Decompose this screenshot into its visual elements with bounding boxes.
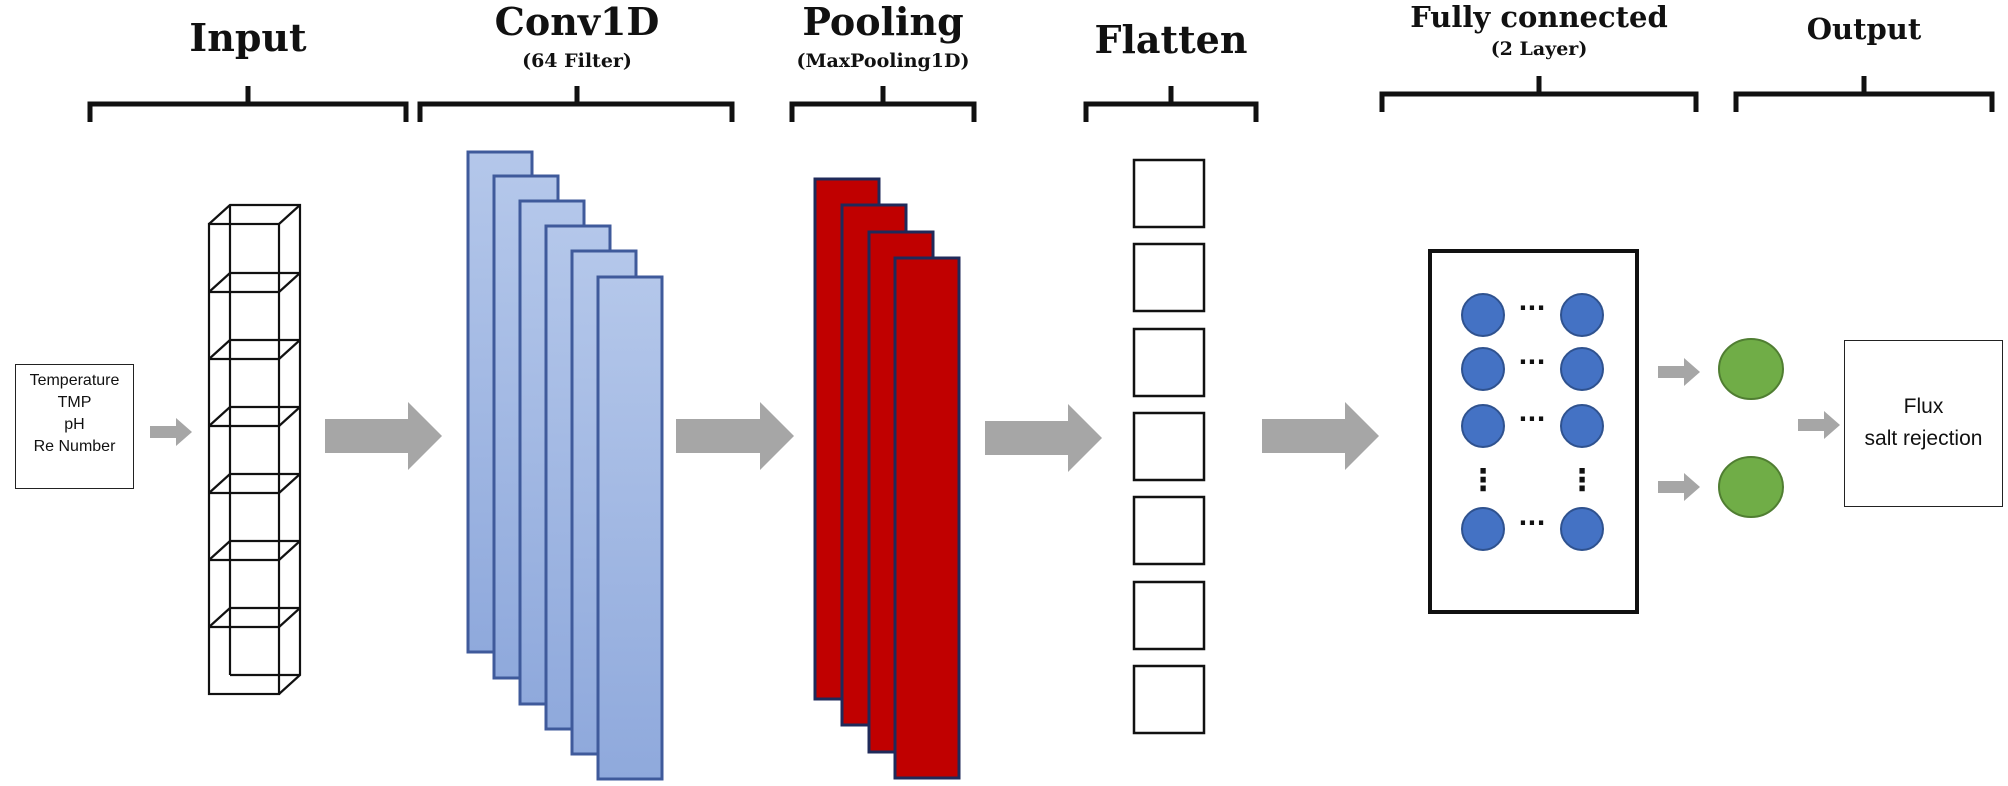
conv-map-6 xyxy=(596,275,664,781)
neuron xyxy=(1560,404,1604,448)
pooling-feature-maps xyxy=(813,177,961,780)
neuron xyxy=(1461,404,1505,448)
output-neuron-2 xyxy=(1718,456,1784,518)
arrow-dense-out-1 xyxy=(1658,358,1700,386)
arrow-to-pooling xyxy=(676,402,794,470)
dense-ellipsis: ··· xyxy=(1518,348,1545,376)
dense-ellipsis: ··· xyxy=(1518,405,1545,433)
stage-brackets xyxy=(87,76,1995,122)
dense-vdots: ⋮ xyxy=(1468,463,1498,498)
fully-connected-subtitle: (2 Layer) xyxy=(1490,38,1588,60)
pooling-subtitle: (MaxPooling1D) xyxy=(796,50,970,72)
output-target-salt-rejection: salt rejection xyxy=(1864,427,1983,450)
neuron xyxy=(1461,293,1505,337)
input-feature-tmp: TMP xyxy=(57,394,92,411)
input-title: Input xyxy=(189,15,307,60)
neuron xyxy=(1560,293,1604,337)
neuron xyxy=(1560,507,1604,551)
arrow-to-output xyxy=(1798,411,1840,439)
output-target-flux: Flux xyxy=(1903,395,1944,418)
flatten-cell xyxy=(1132,242,1206,313)
dense-ellipses: ··· ··· ··· ··· ⋮ ⋮ xyxy=(1468,294,1597,537)
input-feature-re-number: Re Number xyxy=(33,438,116,455)
input-feature-ph: pH xyxy=(64,416,85,433)
output-targets-box: Flux salt rejection xyxy=(1844,340,2003,507)
input-bracket xyxy=(87,86,409,122)
flatten-cell xyxy=(1132,664,1206,735)
input-tensor-cells xyxy=(208,205,301,677)
input-features-box: Temperature TMP pH Re Number xyxy=(15,364,134,489)
fully-connected-title: Fully connected xyxy=(1410,0,1668,34)
neuron xyxy=(1560,347,1604,391)
conv1d-subtitle: (64 Filter) xyxy=(522,50,632,72)
arrow-to-conv xyxy=(325,402,442,470)
flatten-cell xyxy=(1132,158,1206,229)
input-tensor-column xyxy=(207,203,302,696)
flatten-cell xyxy=(1132,327,1206,398)
flatten-cell xyxy=(1132,580,1206,651)
dense-vdots: ⋮ xyxy=(1567,463,1597,498)
arrow-to-flatten xyxy=(985,404,1102,472)
pooling-title: Pooling xyxy=(802,0,964,44)
dense-neurons xyxy=(1461,293,1604,551)
output-neurons xyxy=(1718,338,1784,518)
flatten-cell xyxy=(1132,411,1206,482)
pool-map-4 xyxy=(893,256,961,780)
dense-ellipsis: ··· xyxy=(1518,509,1545,537)
flatten-cell xyxy=(1132,495,1206,566)
output-title: Output xyxy=(1806,12,1922,46)
flow-arrows xyxy=(150,358,1840,501)
flatten-bracket xyxy=(1083,86,1259,122)
fully-connected-bracket xyxy=(1379,76,1699,112)
input-feature-temperature: Temperature xyxy=(29,372,120,389)
conv1d-bracket xyxy=(417,86,735,122)
conv1d-feature-maps xyxy=(466,150,664,781)
arrow-dense-out-2 xyxy=(1658,473,1700,501)
output-neuron-1 xyxy=(1718,338,1784,400)
neuron xyxy=(1461,347,1505,391)
pooling-bracket xyxy=(789,86,977,122)
flatten-title: Flatten xyxy=(1094,17,1248,62)
dense-ellipsis: ··· xyxy=(1518,294,1545,322)
output-bracket xyxy=(1733,76,1995,112)
arrow-input-small xyxy=(150,418,192,446)
arrow-to-dense xyxy=(1262,402,1379,470)
flatten-vector xyxy=(1132,158,1206,735)
neuron xyxy=(1461,507,1505,551)
conv1d-title: Conv1D xyxy=(494,0,660,44)
